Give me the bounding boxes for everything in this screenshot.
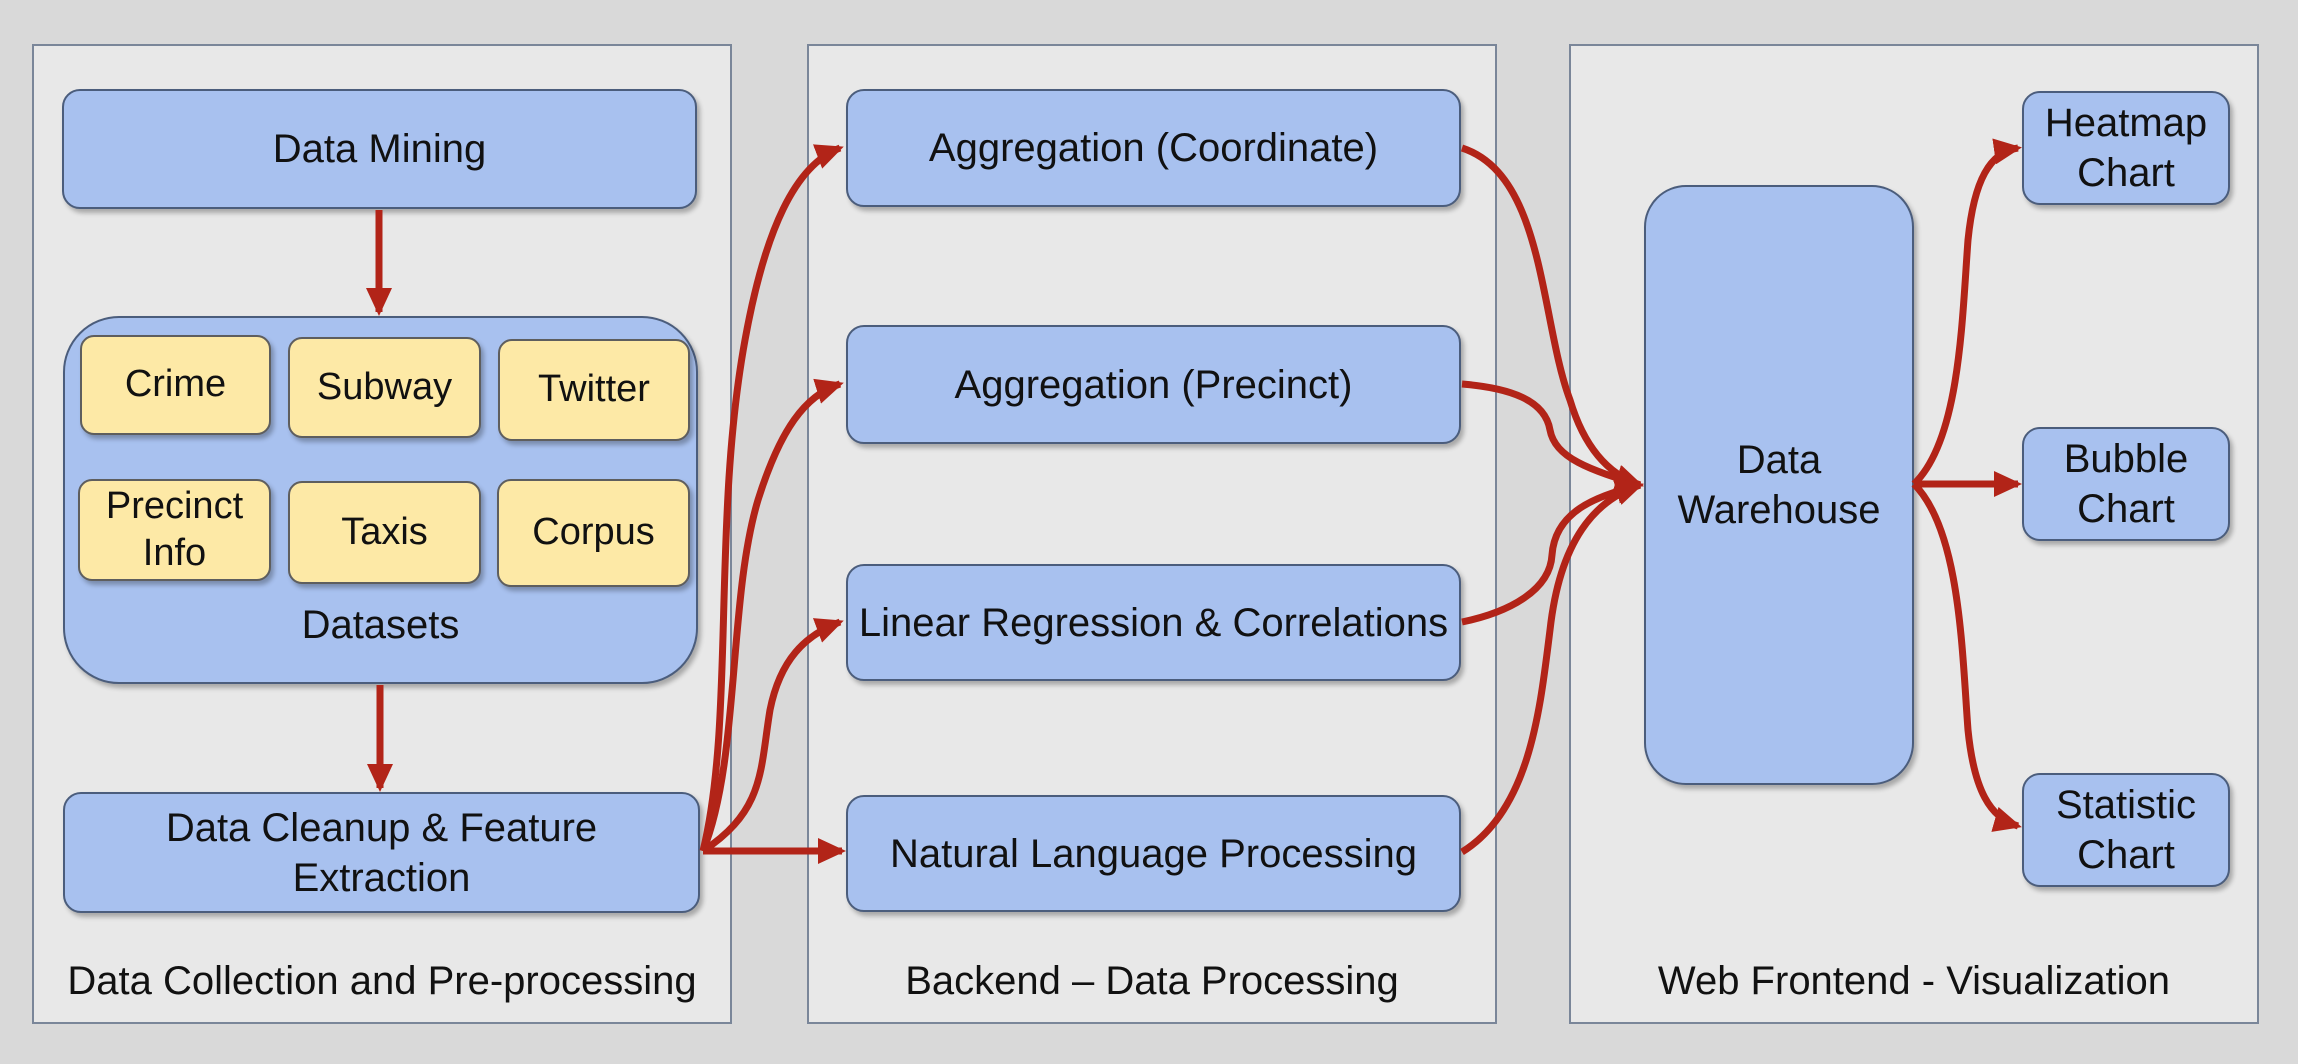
panel-collection-title: Data Collection and Pre-processing — [67, 959, 697, 1003]
dataset-precinct-info: Precinct Info — [78, 479, 271, 581]
aggregation-precinct-box: Aggregation (Precinct) — [846, 325, 1461, 444]
bubble-chart-box: Bubble Chart — [2022, 427, 2230, 541]
nlp-box: Natural Language Processing — [846, 795, 1461, 912]
linear-regression-box: Linear Regression & Correlations — [846, 564, 1461, 681]
aggregation-coordinate-box: Aggregation (Coordinate) — [846, 89, 1461, 207]
dataset-twitter: Twitter — [498, 339, 690, 441]
data-cleanup-label: Data Cleanup & Feature Extraction — [165, 805, 598, 900]
heatmap-chart-box: Heatmap Chart — [2022, 91, 2230, 205]
statistic-chart-box: Statistic Chart — [2022, 773, 2230, 887]
dataset-crime: Crime — [80, 335, 271, 435]
data-warehouse-box: Data Warehouse — [1644, 185, 1914, 785]
dataset-subway: Subway — [288, 337, 481, 438]
data-cleanup-box: Data Cleanup & Feature Extraction — [63, 792, 700, 913]
panel-backend-title: Backend – Data Processing — [905, 959, 1399, 1003]
data-mining-box: Data Mining — [62, 89, 697, 209]
datasets-label: Datasets — [301, 603, 460, 647]
data-mining-label: Data Mining — [272, 127, 487, 171]
dataset-corpus: Corpus — [497, 479, 690, 587]
panel-frontend-title: Web Frontend - Visualization — [1657, 959, 2171, 1003]
dataset-taxis: Taxis — [288, 481, 481, 584]
